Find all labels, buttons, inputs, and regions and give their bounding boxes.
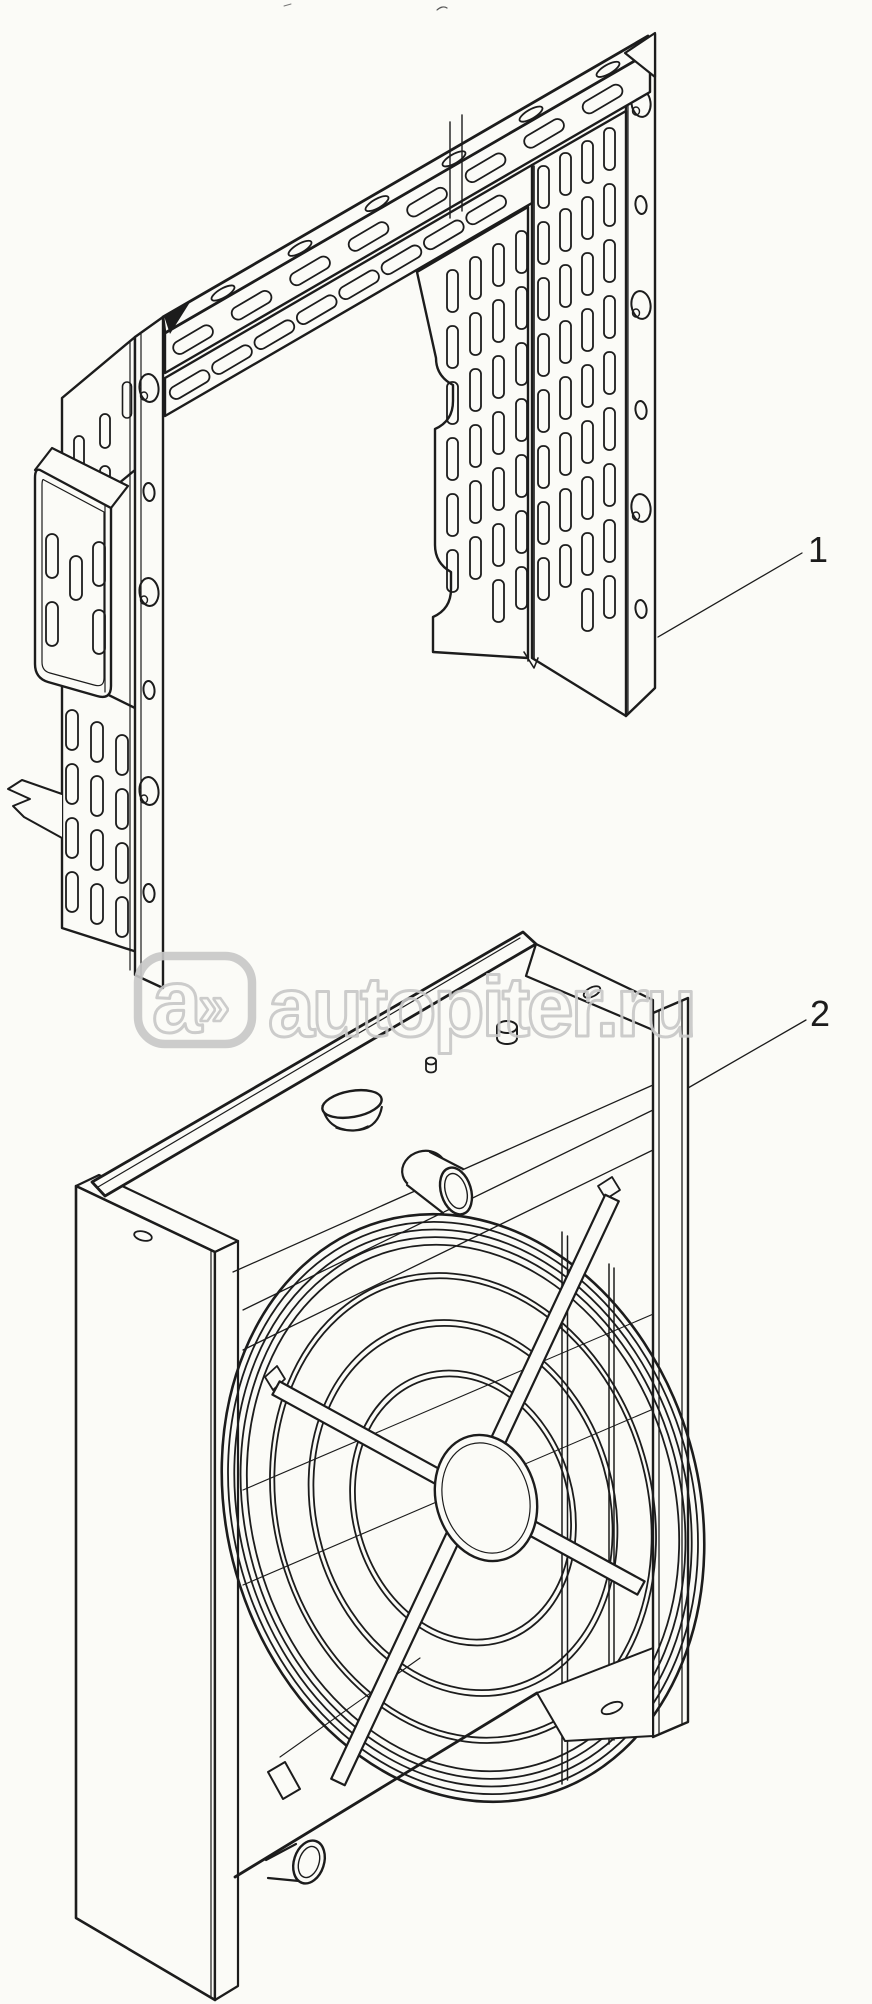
watermark-logo-box: [133, 951, 257, 1049]
box-bracket-face: [33, 468, 113, 699]
callout-1-leader: [657, 552, 803, 638]
top-right-flange: [524, 942, 655, 1032]
right-wing-slot-grid: [537, 127, 616, 632]
left-post-holes: [138, 373, 160, 903]
callout-1-label: 1: [808, 529, 828, 570]
callouts: 1 2: [657, 529, 830, 1089]
watermark-logo-a: a: [152, 952, 203, 1052]
core-bottom-edge: [233, 1691, 539, 1879]
top-pin: [496, 1020, 518, 1045]
left-post: [133, 315, 165, 990]
scan-artifact: [436, 6, 448, 11]
right-post-holes: [630, 88, 652, 619]
rail-upper-slots: [172, 83, 624, 355]
watermark-logo-chevron: »: [198, 973, 230, 1038]
apex-tab: [623, 31, 657, 79]
scan-artifact: [283, 3, 292, 7]
watermark-site-text: autopiter.ru: [268, 960, 694, 1054]
shroud-tab: [267, 1761, 301, 1800]
outlet-pipe: [264, 1839, 327, 1885]
rail-top-ovals: [210, 60, 621, 302]
callout-2-leader: [687, 1019, 807, 1089]
fan-hub: [433, 1433, 539, 1563]
bracket-assembly-part-1: [7, 31, 657, 990]
panel-right-wing: [530, 109, 628, 718]
hook-wire: [7, 779, 63, 839]
fan-shroud-rings: [220, 1212, 706, 1804]
radiator-left-channel-side: [213, 1239, 240, 2002]
callout-2-label: 2: [810, 993, 830, 1034]
left-wing-slot-grid: [446, 230, 528, 623]
radiator-left-channel-front: [74, 1184, 217, 2002]
filler-cap: [321, 1088, 383, 1132]
box-slot-grid: [45, 533, 106, 655]
panel-left-wing: [415, 205, 530, 660]
radiator-assembly-part-2: [74, 930, 706, 2002]
lower-panel-slot-grid: [65, 709, 129, 938]
right-post: [624, 32, 657, 718]
rail-band-lower: [163, 163, 534, 418]
shroud-mount-plate: [536, 1647, 654, 1742]
watermark: a » autopiter.ru: [133, 951, 699, 1056]
inlet-pipe: [401, 1149, 474, 1216]
rail-lower-slots: [168, 194, 507, 400]
fold-shadow: [164, 299, 192, 334]
top-pin-small: [425, 1056, 437, 1074]
